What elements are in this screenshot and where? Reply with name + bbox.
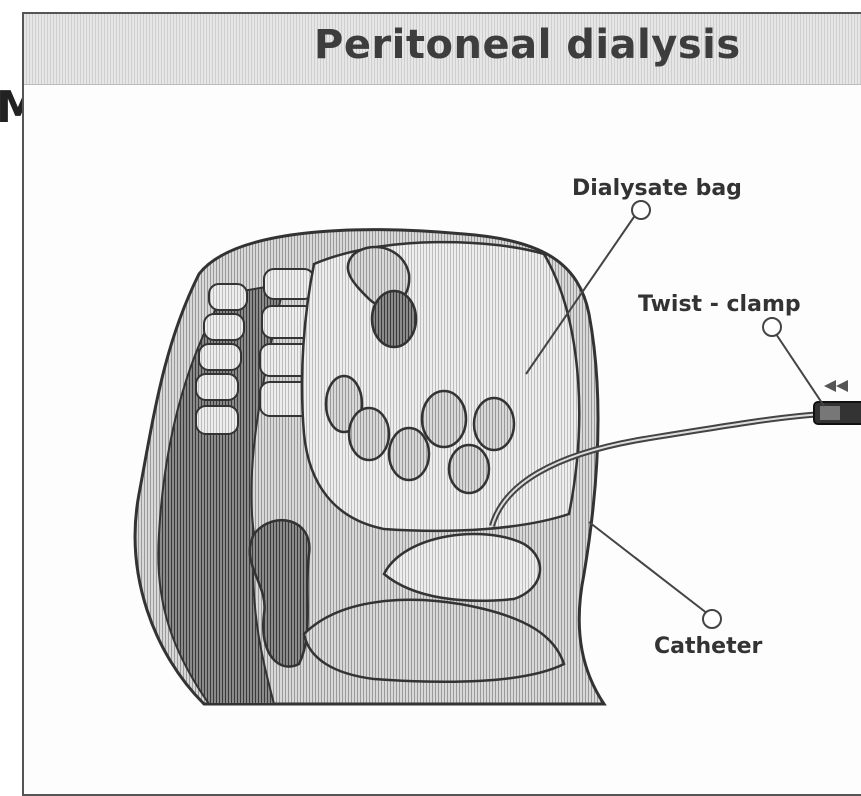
anatomy-illustration	[24, 14, 861, 796]
label-dialysate-bag: Dialysate bag	[572, 176, 742, 201]
diagram-frame: Peritoneal dialysis	[22, 12, 861, 796]
label-catheter: Catheter	[654, 634, 762, 659]
flow-arrows	[824, 380, 848, 392]
label-twist-clamp: Twist - clamp	[638, 292, 801, 317]
